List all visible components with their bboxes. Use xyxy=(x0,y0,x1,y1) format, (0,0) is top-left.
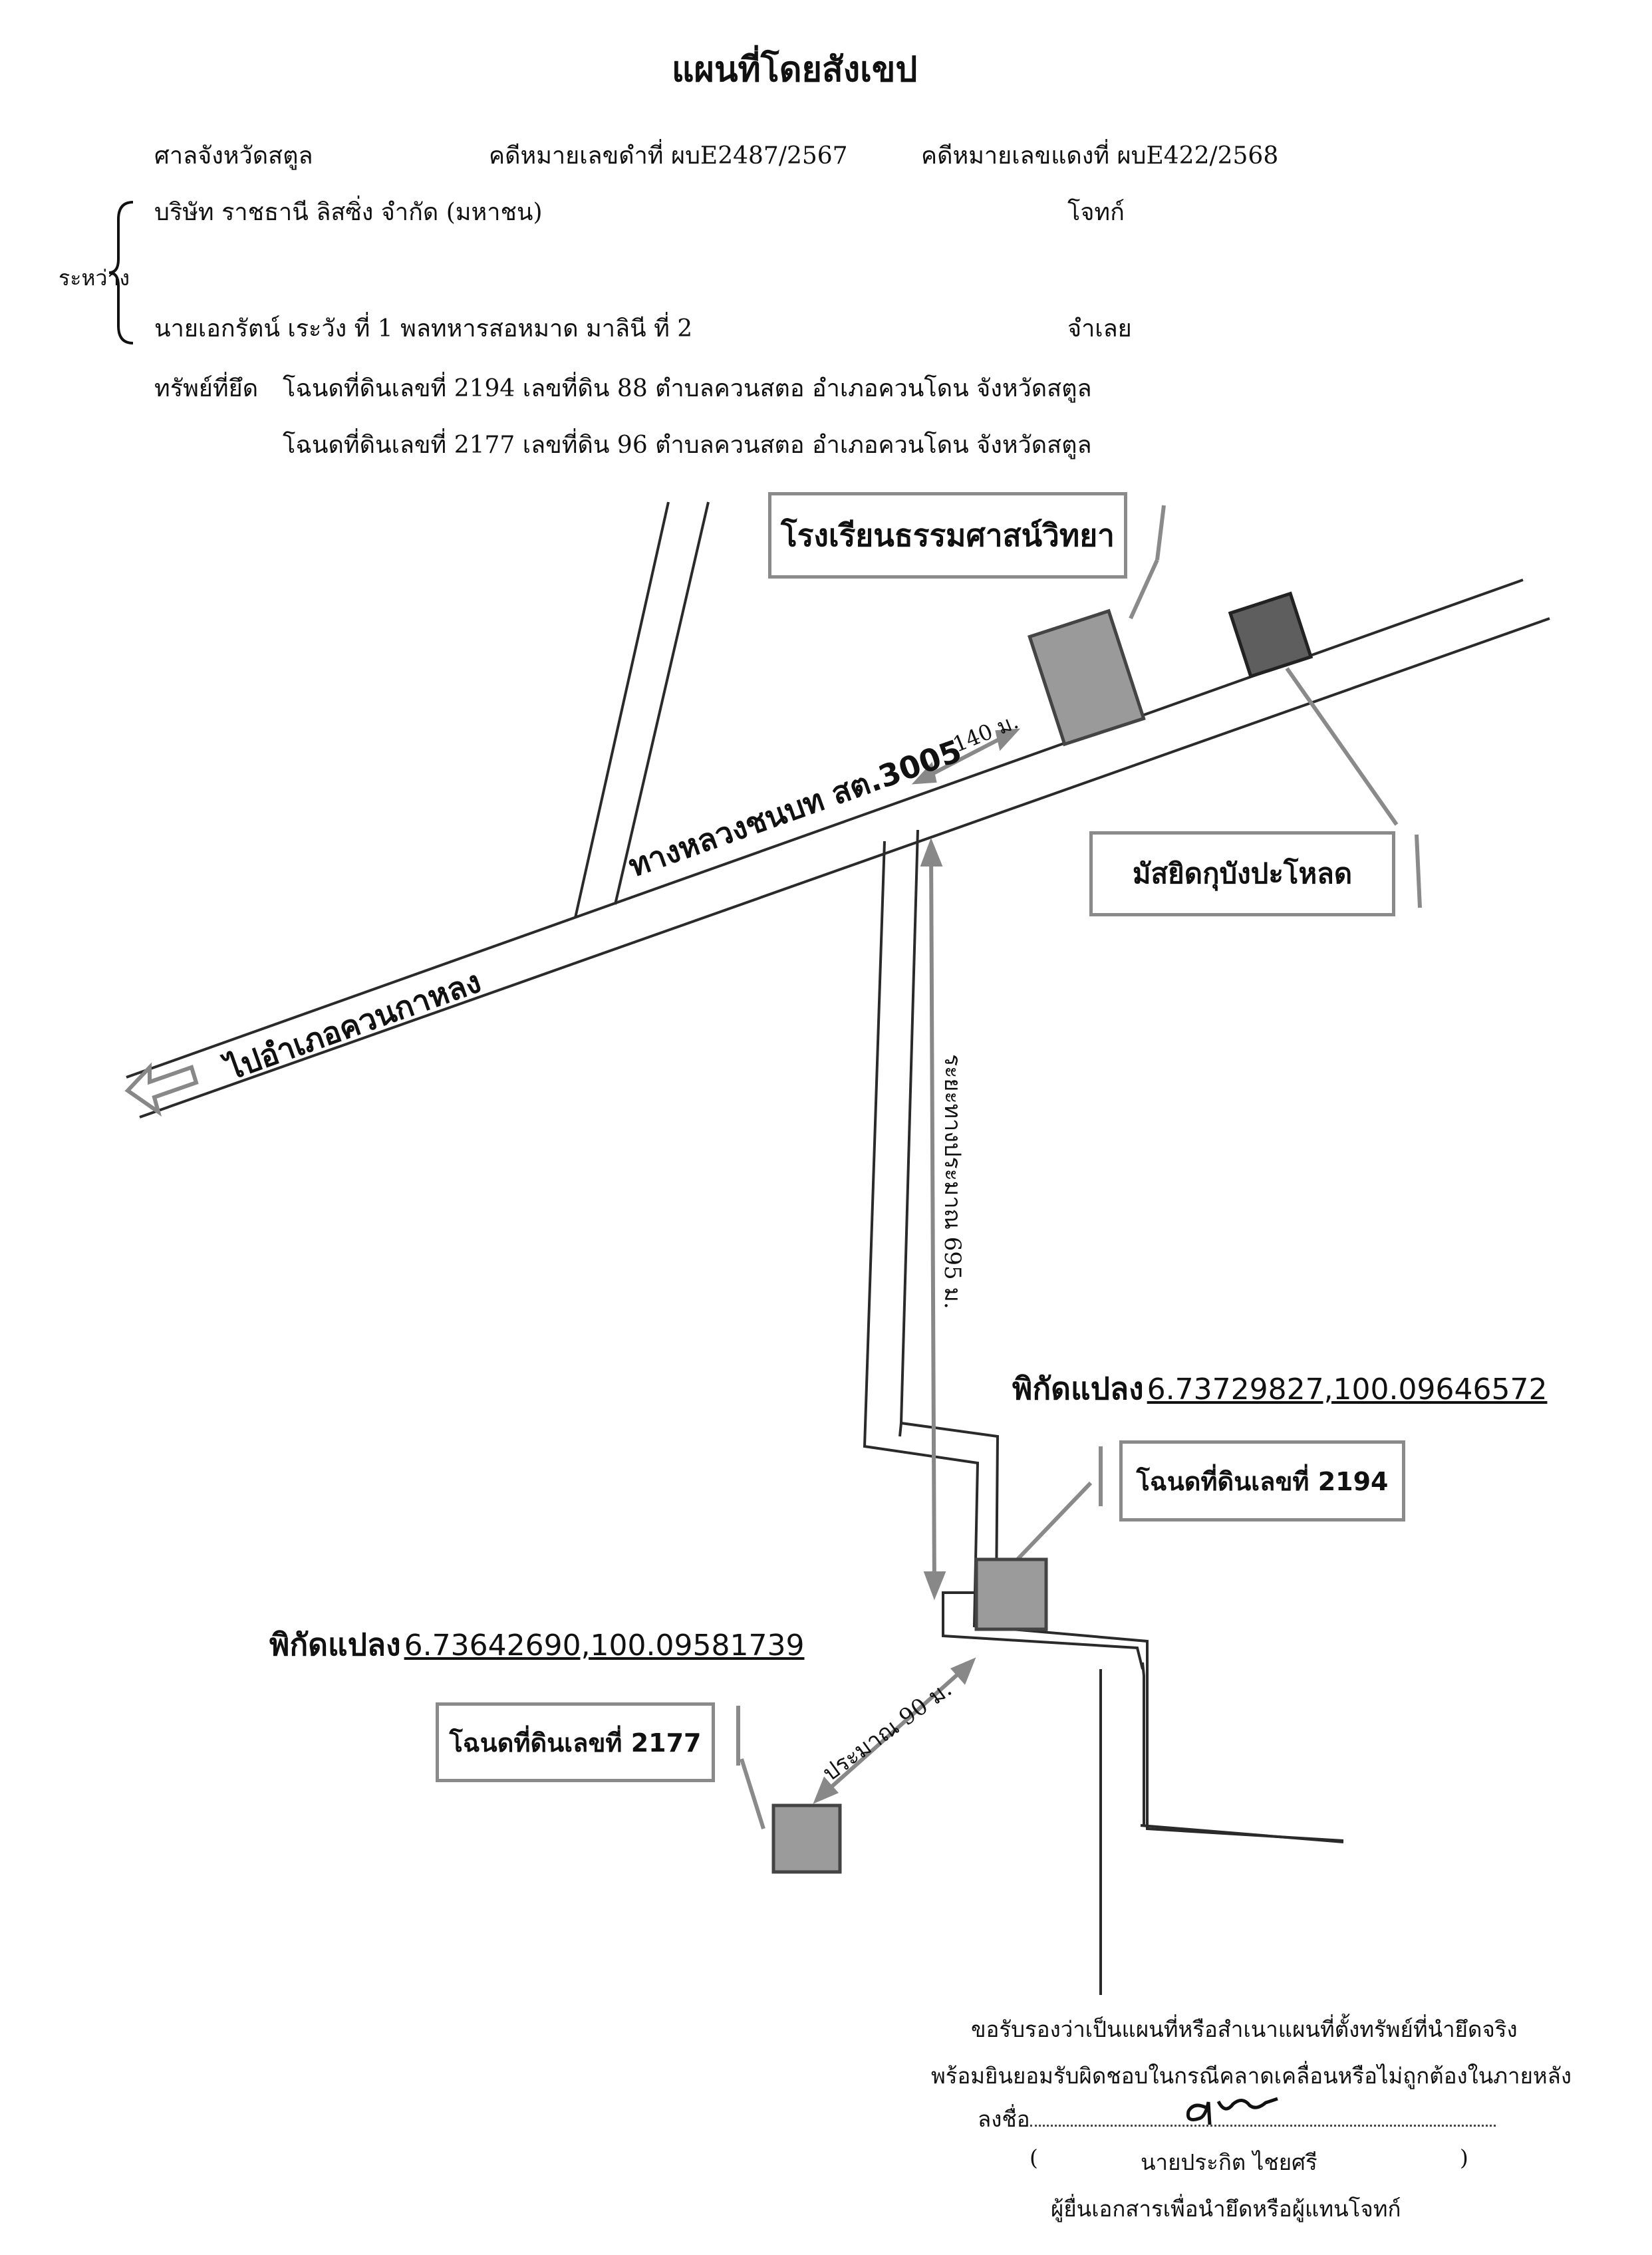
defendant-name: นายเอกรัตน์ เระวัง ที่ 1 พลทหารสอหมาด มา… xyxy=(154,315,693,342)
mosque-leader xyxy=(1285,667,1399,826)
mosque-building xyxy=(1228,591,1313,679)
certification-line-2: พร้อมยินยอมรับผิดชอบในกรณีคลาดเคลื่อนหรื… xyxy=(931,2063,1572,2089)
school-label-box: โรงเรียนธรรมศาสน์วิทยา xyxy=(768,492,1127,579)
school-leader-tick xyxy=(1155,505,1166,561)
school-label: โรงเรียนธรรมศาสน์วิทยา xyxy=(780,517,1115,553)
parcel-2177 xyxy=(771,1803,842,1874)
parcel2-coord-value: 6.73642690,100.09581739 xyxy=(404,1629,805,1662)
north-side-road xyxy=(574,501,710,918)
parcel1-coord-value: 6.73729827,100.09646572 xyxy=(1147,1373,1548,1406)
west-arrow-icon xyxy=(124,1062,199,1117)
plaintiff-role: โจทก์ xyxy=(1067,199,1125,226)
parcel2-coord-label: พิกัดแปลง xyxy=(269,1627,401,1662)
south-road xyxy=(863,829,1344,1842)
black-case-number: คดีหมายเลขดำที่ ผบE2487/2567 xyxy=(489,142,848,170)
parcel1-deed-label: โฉนดที่ดินเลขที่ 2194 xyxy=(1136,1466,1389,1496)
between-brace xyxy=(108,199,134,346)
parcel1-coord-label: พิกัดแปลง xyxy=(1012,1371,1144,1406)
school-leader xyxy=(1129,559,1159,620)
signer-name: นายประกิต ไชยศรี xyxy=(1141,2149,1317,2175)
mosque-label: มัสยิดกุบังปะโหลด xyxy=(1132,857,1353,890)
signature-line: ลงชื่อ xyxy=(978,2101,1496,2137)
parcel1-leader xyxy=(1012,1481,1093,1565)
page-title: แผนที่โดยสังเขป xyxy=(672,49,918,90)
seized-property-label: ทรัพย์ที่ยึด xyxy=(154,375,259,402)
school-building xyxy=(1028,608,1146,747)
parcel2-deed-box: โฉนดที่ดินเลขที่ 2177 xyxy=(436,1702,715,1782)
mosque-leader-tick xyxy=(1415,834,1422,908)
signer-role: ผู้ยื่นเอกสารเพื่อนำยึดหรือผู้แทนโจทก์ xyxy=(1051,2196,1401,2222)
distance-695-label: ระยะทางประมาณ 695 ม. xyxy=(939,1054,966,1309)
paren-close: ) xyxy=(1460,2145,1468,2171)
deed-2194-description: โฉนดที่ดินเลขที่ 2194 เลขที่ดิน 88 ตำบลค… xyxy=(283,375,1092,402)
parcel2-coordinates: พิกัดแปลง 6.73642690,100.09581739 xyxy=(269,1621,804,1669)
parcel2-deed-label: โฉนดที่ดินเลขที่ 2177 xyxy=(449,1728,702,1758)
court-name: ศาลจังหวัดสตูล xyxy=(154,142,313,170)
deed-2177-description: โฉนดที่ดินเลขที่ 2177 เลขที่ดิน 96 ตำบลค… xyxy=(283,432,1092,459)
parcel1-deed-box: โฉนดที่ดินเลขที่ 2194 xyxy=(1119,1440,1405,1522)
south-road-right-edge xyxy=(898,1422,1344,1995)
signature-dots xyxy=(1030,2106,1496,2127)
sign-label: ลงชื่อ xyxy=(978,2106,1030,2132)
parcel-2194 xyxy=(974,1557,1048,1631)
dist-90-arrow xyxy=(817,1660,972,1801)
parcel1-coordinates: พิกัดแปลง 6.73729827,100.09646572 xyxy=(1012,1365,1547,1413)
paren-open: ( xyxy=(1030,2145,1038,2171)
defendant-role: จำเลย xyxy=(1067,315,1132,342)
mosque-label-box: มัสยิดกุบังปะโหลด xyxy=(1089,831,1395,916)
plaintiff-name: บริษัท ราชธานี ลิสซิ่ง จำกัด (มหาชน) xyxy=(154,199,543,226)
certification-line-1: ขอรับรองว่าเป็นแผนที่หรือสำเนาแผนที่ตั้ง… xyxy=(971,2016,1518,2042)
parcel2-leader xyxy=(740,1758,765,1829)
dist-695-arrow xyxy=(929,845,936,1593)
red-case-number: คดีหมายเลขแดงที่ ผบE422/2568 xyxy=(921,142,1279,170)
